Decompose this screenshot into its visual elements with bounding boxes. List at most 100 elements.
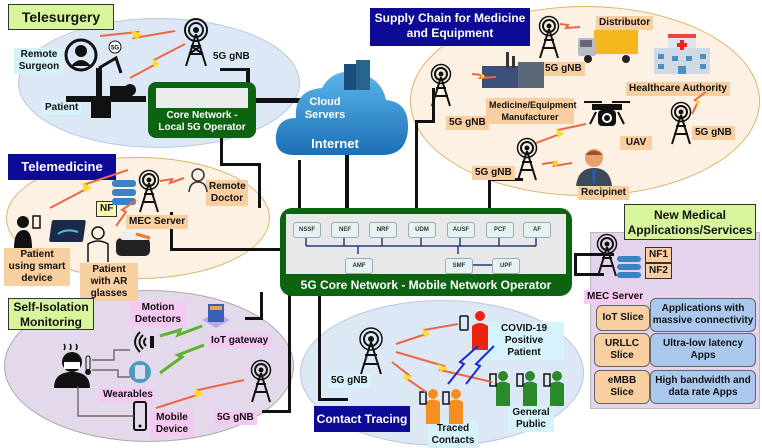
- lightning-icon: [49, 169, 129, 209]
- lightning-icon: [99, 30, 176, 40]
- wire: [432, 88, 435, 123]
- wire-lines: [77, 349, 134, 417]
- lightning-icon: [155, 379, 245, 409]
- ar-headset-icon: [116, 232, 151, 256]
- nf-amf: AMF: [345, 258, 373, 274]
- manufacturer-label: Medicine/Equipment Manufacturer: [486, 98, 577, 124]
- patient-iv-icon: [14, 215, 41, 248]
- supply-gnb-label: 5G gNB: [692, 126, 735, 140]
- wire: [170, 212, 173, 250]
- uav-label: UAV: [620, 136, 652, 150]
- lightning-icon: [691, 91, 707, 115]
- nf-udm: UDM: [408, 222, 436, 238]
- wire: [262, 410, 291, 413]
- distributor-label: Distributor: [596, 16, 654, 30]
- covid-patient-icon: [459, 311, 488, 350]
- wire: [415, 120, 435, 123]
- wire: [298, 160, 301, 208]
- wire: [220, 68, 250, 71]
- core-network-local-label: Core Network - Local 5G Operator: [158, 110, 246, 133]
- supply-gnb-label: 5G gNB: [542, 62, 585, 76]
- lightning-icon: [129, 43, 186, 79]
- self-isolation-gnb-label: 5G gNB: [214, 411, 257, 425]
- nf2-label: NF2: [645, 263, 672, 279]
- self-isolation-title: Self-Isolation Monitoring: [8, 298, 94, 330]
- general-public-label: General Public: [508, 406, 554, 432]
- wire: [246, 68, 250, 83]
- wire: [574, 253, 614, 256]
- cell-tower-icon: [430, 63, 452, 107]
- nf-ausf: AUSF: [447, 222, 475, 238]
- traced-contacts-icon: [419, 389, 463, 424]
- contact-tracing-title: Contact Tracing: [314, 406, 410, 432]
- slice-iot-apps: Applications with massive connectivity: [650, 298, 756, 332]
- wire: [245, 317, 263, 320]
- nf-nrf: NRF: [369, 222, 397, 238]
- slice-iot: IoT Slice: [596, 305, 650, 331]
- factory-icon: [482, 52, 544, 88]
- nf1-label: NF1: [645, 247, 672, 263]
- wire: [415, 120, 418, 208]
- badge-5g-icon: 5G: [108, 40, 122, 54]
- wire: [345, 150, 349, 208]
- slice-embb: eMBB Slice: [594, 370, 650, 404]
- iot-gateway-icon: [202, 304, 230, 328]
- truck-icon: [578, 30, 638, 63]
- smartphone-icon: [133, 401, 147, 431]
- recipient-person-icon: [576, 149, 612, 186]
- patient-ar-glasses-label: Patient with AR glasses: [80, 263, 138, 301]
- mec-server-icon: [617, 256, 641, 278]
- wire: [255, 98, 320, 103]
- lightning-icon: [535, 123, 587, 144]
- internet-label: Internet: [311, 136, 359, 151]
- lightning-icon: [395, 323, 459, 345]
- wire: [258, 163, 261, 208]
- supply-gnb-label: 5G gNB: [472, 166, 515, 180]
- drone-icon: [584, 101, 630, 126]
- core-network-local: Core Network - Local 5G Operator: [148, 82, 256, 138]
- lightning-icon: [115, 199, 137, 227]
- traced-contacts-label: Traced Contacts: [428, 422, 478, 448]
- remote-surgeon-label: Remote Surgeon: [14, 48, 64, 74]
- wire: [220, 163, 260, 166]
- wire: [318, 292, 321, 400]
- wire: [574, 253, 577, 275]
- nf-pcf: PCF: [486, 222, 514, 238]
- recipient-label: Recipinet: [578, 186, 630, 200]
- lightning-icon: [159, 343, 205, 375]
- core-network-mno: NSSF NEF NRF UDM AUSF PCF AF AMF SMF UPF…: [280, 208, 572, 296]
- lightning-icon: [395, 351, 493, 383]
- wire: [170, 248, 280, 251]
- svg-text:5G: 5G: [111, 46, 119, 52]
- new-medical-title: New Medical Applications/Services: [624, 204, 756, 240]
- wire: [488, 178, 491, 208]
- healthcare-authority-label: Healthcare Authority: [626, 82, 730, 96]
- cell-tower-icon: [138, 169, 160, 213]
- new-medical-mec-label: MEC Server: [584, 290, 647, 304]
- core-network-local-mini-diagram: [156, 88, 248, 108]
- lightning-icon: [159, 324, 203, 338]
- slice-urllc: URLLC Slice: [594, 333, 650, 367]
- cell-tower-icon: [359, 327, 383, 375]
- nf-nssf: NSSF: [293, 222, 321, 238]
- supply-gnb-label: 5G gNB: [446, 116, 489, 130]
- doctor-icon: [188, 168, 208, 193]
- lightning-icon: [541, 160, 573, 168]
- contact-tracing-gnb-label: 5G gNB: [328, 374, 371, 388]
- bluetooth-link-icon: [447, 345, 495, 385]
- supply-chain-title: Supply Chain for Medicine and Equipment: [370, 8, 530, 46]
- cell-tower-icon: [184, 18, 208, 67]
- lightning-icon: [159, 177, 185, 185]
- mobile-device-label: Mobile Device: [150, 411, 194, 437]
- lightning-icon: [559, 23, 581, 30]
- thermometer-icon: [85, 355, 91, 375]
- general-public-icon: [489, 371, 564, 406]
- nf-nef: NEF: [331, 222, 359, 238]
- slice-embb-apps: High bandwidth and data rate Apps: [650, 370, 756, 404]
- cell-tower-icon: [250, 359, 272, 403]
- telemedicine-mec-label: MEC Server: [126, 215, 189, 229]
- tablet-icon: [49, 220, 86, 242]
- wire: [574, 273, 604, 276]
- telemedicine-title: Telemedicine: [8, 154, 116, 180]
- wire: [260, 292, 263, 320]
